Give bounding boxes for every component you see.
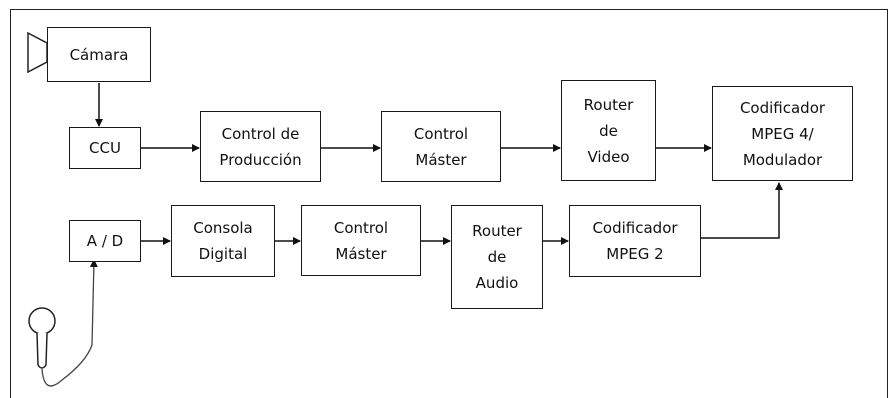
arrow-mpeg2-to-mpeg4 (700, 182, 783, 239)
microphone-icon (28, 259, 98, 387)
ad-block: A / D (69, 220, 141, 262)
codificador-mpeg4-block: Codificador MPEG 4/ Modulador (712, 86, 853, 181)
camera-icon (27, 31, 48, 74)
control-master-video-block: Control Máster (381, 111, 501, 182)
router-video-block: Router de Video (561, 80, 656, 181)
ccu-block: CCU (69, 127, 141, 169)
consola-digital-block: Consola Digital (171, 205, 275, 277)
control-master-audio-block: Control Máster (301, 205, 421, 276)
diagram-frame (10, 9, 888, 398)
router-audio-block: Router de Audio (451, 205, 543, 309)
control-produccion-block: Control de Producción (200, 111, 321, 182)
camara-block: Cámara (47, 27, 151, 82)
codificador-mpeg2-block: Codificador MPEG 2 (569, 205, 701, 277)
